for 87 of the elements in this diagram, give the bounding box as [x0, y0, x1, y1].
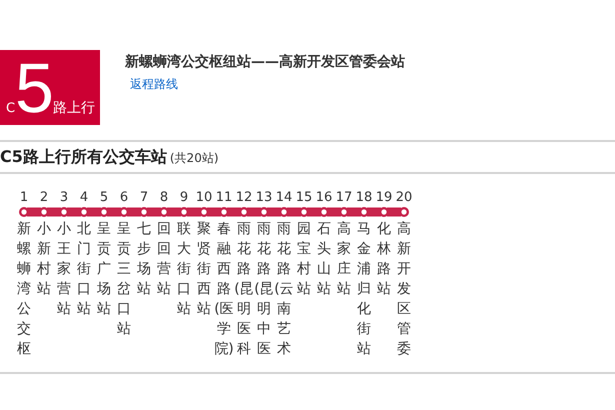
route-line	[347, 208, 361, 216]
stop-dot-icon	[199, 207, 209, 217]
stop-number: 8	[158, 190, 170, 206]
stop-name: 石头山站	[316, 220, 332, 299]
stop-name: 小新村站	[36, 220, 52, 299]
stop-number: 2	[38, 190, 50, 206]
route-line	[327, 208, 341, 216]
stop-name: 马金浦归化街站	[356, 220, 372, 359]
stop-number: 17	[334, 190, 354, 206]
stop-number: 1	[18, 190, 30, 206]
stop-number: 20	[394, 190, 414, 206]
stop-number: 19	[374, 190, 394, 206]
route-line	[87, 208, 101, 216]
route-badge	[0, 50, 100, 125]
stop-dot-icon	[259, 207, 269, 217]
stop-name: 联大街口站	[176, 220, 192, 319]
stop-name: 高家庄站	[336, 220, 352, 299]
stop-dot-icon	[339, 207, 349, 217]
stop-name: 呈贡三岔口站	[116, 220, 132, 339]
route-line	[187, 208, 201, 216]
stop-name: 雨花路(云南艺术	[274, 220, 294, 359]
stop-number: 6	[118, 190, 130, 206]
route-line	[107, 208, 121, 216]
route-line	[207, 208, 221, 216]
route-line	[367, 208, 381, 216]
stop-name: 雨花路(昆明医科	[234, 220, 254, 359]
route-line	[247, 208, 261, 216]
route-prefix: C	[6, 101, 16, 117]
stop-count: (共20站)	[170, 150, 219, 166]
stop-number: 18	[354, 190, 374, 206]
route-line	[27, 208, 41, 216]
stop-number: 11	[214, 190, 234, 206]
stop-dot-icon	[19, 207, 29, 217]
stop-number: 15	[294, 190, 314, 206]
stop-number: 12	[234, 190, 254, 206]
stop-name: 雨花路(昆明中医	[254, 220, 274, 359]
stop-name: 七步场站	[136, 220, 152, 299]
route-line	[47, 208, 61, 216]
stop-name: 新螺蛳湾公交枢	[16, 220, 32, 359]
stop-dot-icon	[119, 207, 129, 217]
stop-number: 16	[314, 190, 334, 206]
stop-name: 高新开发区管委	[396, 220, 412, 359]
route-title: 新螺蛳湾公交枢纽站——高新开发区管委会站	[125, 53, 405, 71]
stop-number: 10	[194, 190, 214, 206]
stop-number: 4	[78, 190, 90, 206]
stop-dot-icon	[99, 207, 109, 217]
stop-dot-icon	[39, 207, 49, 217]
stop-dot-icon	[179, 207, 189, 217]
route-line	[387, 208, 401, 216]
route-line	[147, 208, 161, 216]
route-line	[287, 208, 301, 216]
stop-name: 春融西路(医学院)	[214, 220, 234, 359]
stop-dot-icon	[59, 207, 69, 217]
stop-name: 小王家营站	[56, 220, 72, 319]
route-line	[167, 208, 181, 216]
section-heading: C5路上行所有公交车站	[0, 147, 167, 167]
stop-number: 7	[138, 190, 150, 206]
direction-label: 路上行	[53, 99, 95, 117]
route-line	[307, 208, 321, 216]
stop-dot-icon	[159, 207, 169, 217]
stop-number: 9	[178, 190, 190, 206]
route-line	[227, 208, 241, 216]
stop-dot-icon	[359, 207, 369, 217]
route-line	[67, 208, 81, 216]
stop-name: 北门街口站	[76, 220, 92, 319]
return-route-link: 返程路线	[130, 76, 178, 92]
stop-name: 园宝村站	[296, 220, 312, 299]
stop-dot-icon	[379, 207, 389, 217]
stop-name: 聚贤街西站	[196, 220, 212, 319]
route-number: 5	[15, 62, 54, 114]
stop-name: 回回营站	[156, 220, 172, 299]
stop-number: 13	[254, 190, 274, 206]
route-line	[267, 208, 281, 216]
stop-dot-icon	[319, 207, 329, 217]
stop-dot-icon	[399, 207, 409, 217]
stop-name: 呈贡广场站	[96, 220, 112, 319]
stop-dot-icon	[139, 207, 149, 217]
stop-dot-icon	[299, 207, 309, 217]
stop-dot-icon	[279, 207, 289, 217]
stop-name: 化林路站	[376, 220, 392, 299]
stop-dot-icon	[79, 207, 89, 217]
stop-number: 14	[274, 190, 294, 206]
stop-number: 5	[98, 190, 110, 206]
stop-dot-icon	[219, 207, 229, 217]
stop-number: 3	[58, 190, 70, 206]
route-line	[127, 208, 141, 216]
stop-dot-icon	[239, 207, 249, 217]
